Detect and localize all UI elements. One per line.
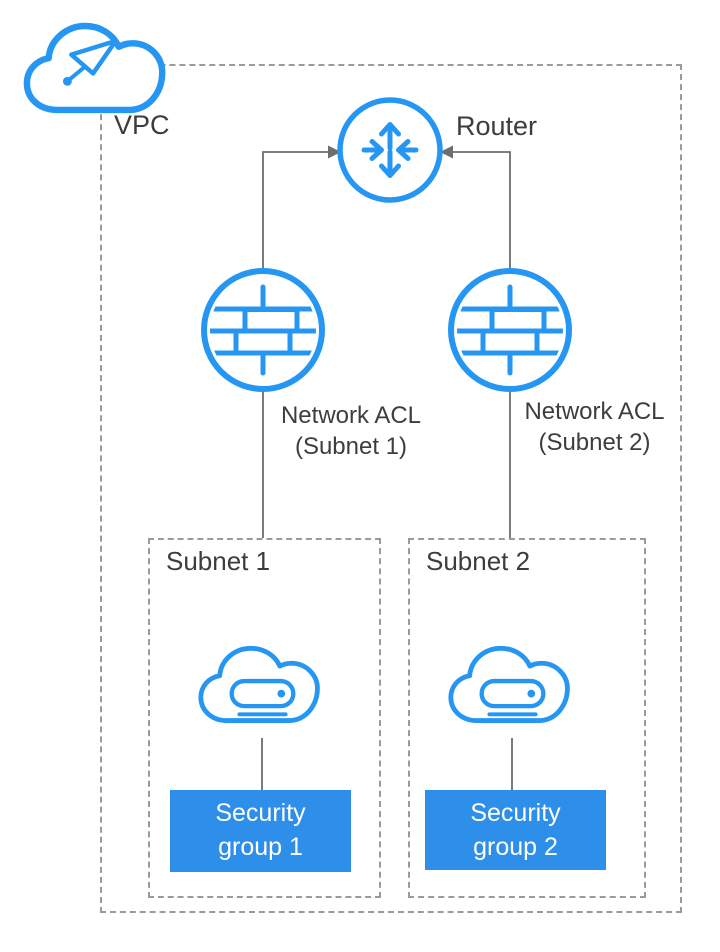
paper-plane-icon (62, 38, 119, 86)
network-acl-label-1: Network ACL (Subnet 1) (261, 400, 441, 462)
security-group-box-2: Security group 2 (425, 790, 606, 870)
network-acl-subnet-2: (Subnet 2) (538, 429, 651, 456)
vpc-cloud-icon (23, 22, 166, 114)
server-pill (479, 678, 546, 709)
offset-brick (242, 307, 300, 334)
server-indicator-dot (527, 689, 536, 698)
router-label: Router (456, 111, 538, 141)
subnet-box-2: Subnet 2 (408, 538, 646, 898)
router-arrow-down-head (379, 163, 401, 178)
subnet-label-2: Subnet 2 (426, 546, 531, 576)
cloud-server-icon-2 (448, 645, 570, 723)
server-pill (229, 678, 296, 709)
vpc-boundary-box (100, 64, 682, 913)
router-arrow-up-head (379, 122, 401, 137)
security-group-box-1: Security group 1 (170, 790, 351, 872)
network-acl-name-2: Network ACL (524, 398, 665, 425)
router-icon (337, 97, 443, 203)
network-acl-name-1: Network ACL (280, 402, 422, 429)
network-acl-label-2: Network ACL (Subnet 2) (502, 396, 687, 458)
firewall-icon-1 (201, 268, 325, 392)
vpc-label: VPC (114, 110, 170, 140)
router-arrow-left-head (369, 139, 384, 161)
subnet-box-1: Subnet 1 (148, 538, 381, 898)
server-indicator-dot (277, 689, 286, 698)
router-arrow-right-head (396, 139, 411, 161)
cloud-server-icon-1 (198, 645, 320, 723)
firewall-icon-2 (448, 268, 572, 392)
offset-brick (489, 307, 547, 334)
subnet-label-1: Subnet 1 (166, 546, 271, 576)
network-acl-subnet-1: (Subnet 1) (294, 433, 408, 460)
